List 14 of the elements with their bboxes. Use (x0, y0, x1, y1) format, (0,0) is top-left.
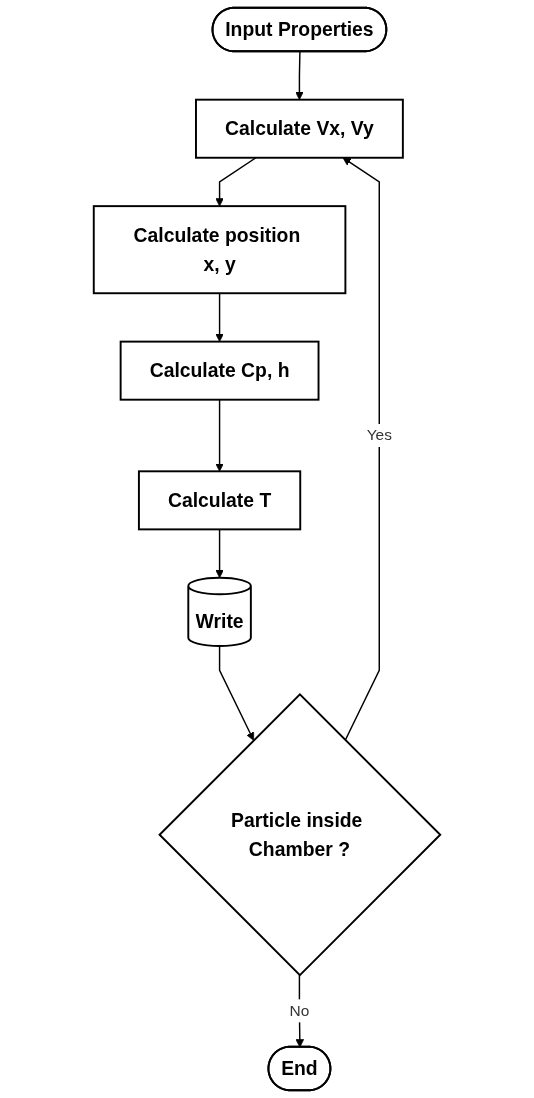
edge-label: Yes (366, 426, 392, 444)
arrow (295, 51, 304, 101)
node-box: Calculate T (137, 470, 302, 531)
node-box: Calculate Cp, h (119, 340, 320, 401)
arrow (215, 398, 224, 472)
node-box: Calculate position x, y (92, 205, 347, 295)
arrow (215, 157, 257, 207)
edge-label: No (289, 1002, 310, 1019)
arrow (342, 157, 380, 741)
arrow (218, 645, 255, 741)
arrow (215, 528, 224, 579)
arrow (215, 292, 224, 342)
node-box: Calculate Vx, Vy (195, 98, 404, 159)
node-diamond: Particle inside Chamber ? (158, 693, 442, 977)
